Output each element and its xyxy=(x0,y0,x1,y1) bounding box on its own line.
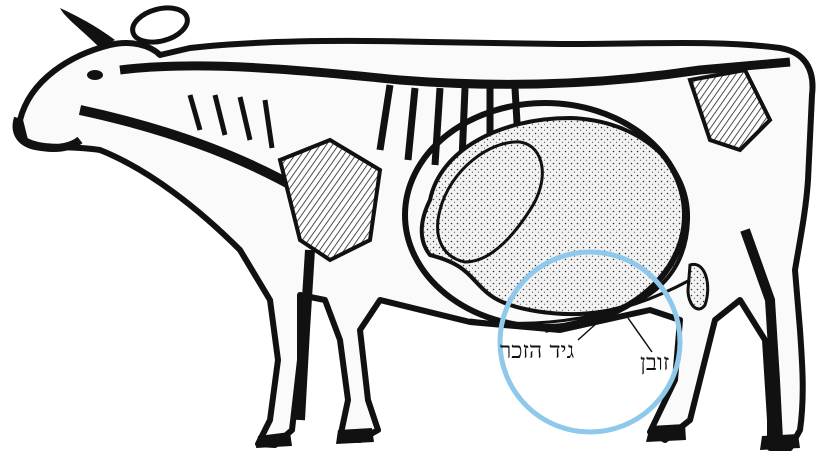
testis xyxy=(688,264,708,309)
horn xyxy=(60,8,115,48)
label-zoven: זובן xyxy=(640,352,669,375)
hooves xyxy=(256,424,800,450)
label-gid-hazachar: גיד הזכר xyxy=(500,340,574,363)
eye xyxy=(87,70,103,80)
ear xyxy=(129,2,191,47)
leader-line-zoven xyxy=(628,318,652,352)
